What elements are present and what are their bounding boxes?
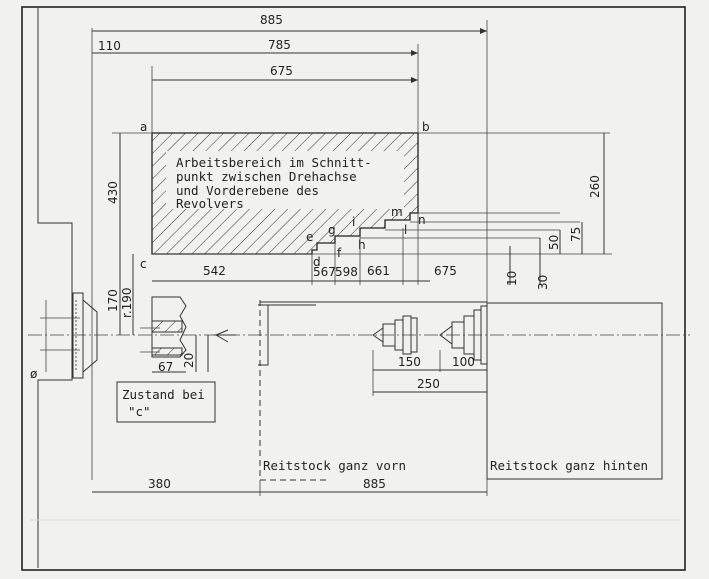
dim-567: 567 — [313, 265, 336, 279]
dim-380: 380 — [148, 477, 171, 491]
point-i: i — [352, 215, 355, 229]
work-area-line1: Arbeitsbereich im Schnitt- — [176, 155, 372, 170]
work-area-label-bg — [166, 151, 404, 209]
point-e: e — [306, 230, 313, 244]
point-c: c — [140, 257, 147, 271]
point-d: d — [313, 255, 321, 269]
dim-598: 598 — [335, 265, 358, 279]
chuck-assembly — [40, 292, 98, 379]
dim-785: 785 — [268, 38, 291, 52]
sheet-border — [21, 6, 686, 571]
dim-110: 110 — [98, 39, 121, 53]
dim-430: 430 — [106, 181, 120, 204]
dim-30: 30 — [536, 275, 550, 290]
point-m: m — [391, 205, 403, 219]
dim-675-bottom: 675 — [434, 264, 457, 278]
workpiece-detail — [140, 296, 236, 373]
tailstock-front — [258, 300, 487, 481]
work-area-line4: Revolvers — [176, 196, 244, 211]
point-b: b — [422, 120, 430, 134]
work-area-line2: punkt zwischen Drehachse — [176, 169, 357, 184]
state-line1: Zustand bei — [122, 387, 205, 402]
state-line2: "c" — [128, 404, 151, 419]
point-g: g — [328, 223, 336, 237]
dim-67: 67 — [158, 360, 173, 374]
point-h: h — [358, 238, 366, 252]
point-f: f — [337, 246, 342, 260]
dim-661: 661 — [367, 264, 390, 278]
dim-260: 260 — [588, 175, 602, 198]
diameter-symbol: ø — [30, 367, 37, 381]
point-a: a — [140, 120, 147, 134]
dim-250: 250 — [417, 377, 440, 391]
tailstock-front-label: Reitstock ganz vorn — [263, 458, 406, 473]
dim-r190: r.190 — [120, 287, 134, 318]
dim-885-top: 885 — [260, 13, 283, 27]
work-area-line3: und Vorderebene des — [176, 183, 319, 198]
tailstock-front-label-bg — [262, 458, 418, 478]
tailstock-back-label: Reitstock ganz hinten — [490, 458, 648, 473]
dim-675-top: 675 — [270, 64, 293, 78]
dim-75: 75 — [569, 227, 583, 242]
dim-150: 150 — [398, 355, 421, 369]
tailstock-back — [439, 302, 663, 480]
dim-50: 50 — [547, 235, 561, 250]
point-n: n — [418, 213, 426, 227]
bed-contour — [37, 8, 73, 568]
dim-10: 10 — [505, 271, 519, 286]
dim-542: 542 — [203, 264, 226, 278]
state-box — [116, 381, 216, 423]
dim-885-bottom: 885 — [363, 477, 386, 491]
dim-20: 20 — [182, 353, 196, 368]
dim-170: 170 — [106, 289, 120, 312]
dim-100: 100 — [452, 355, 475, 369]
